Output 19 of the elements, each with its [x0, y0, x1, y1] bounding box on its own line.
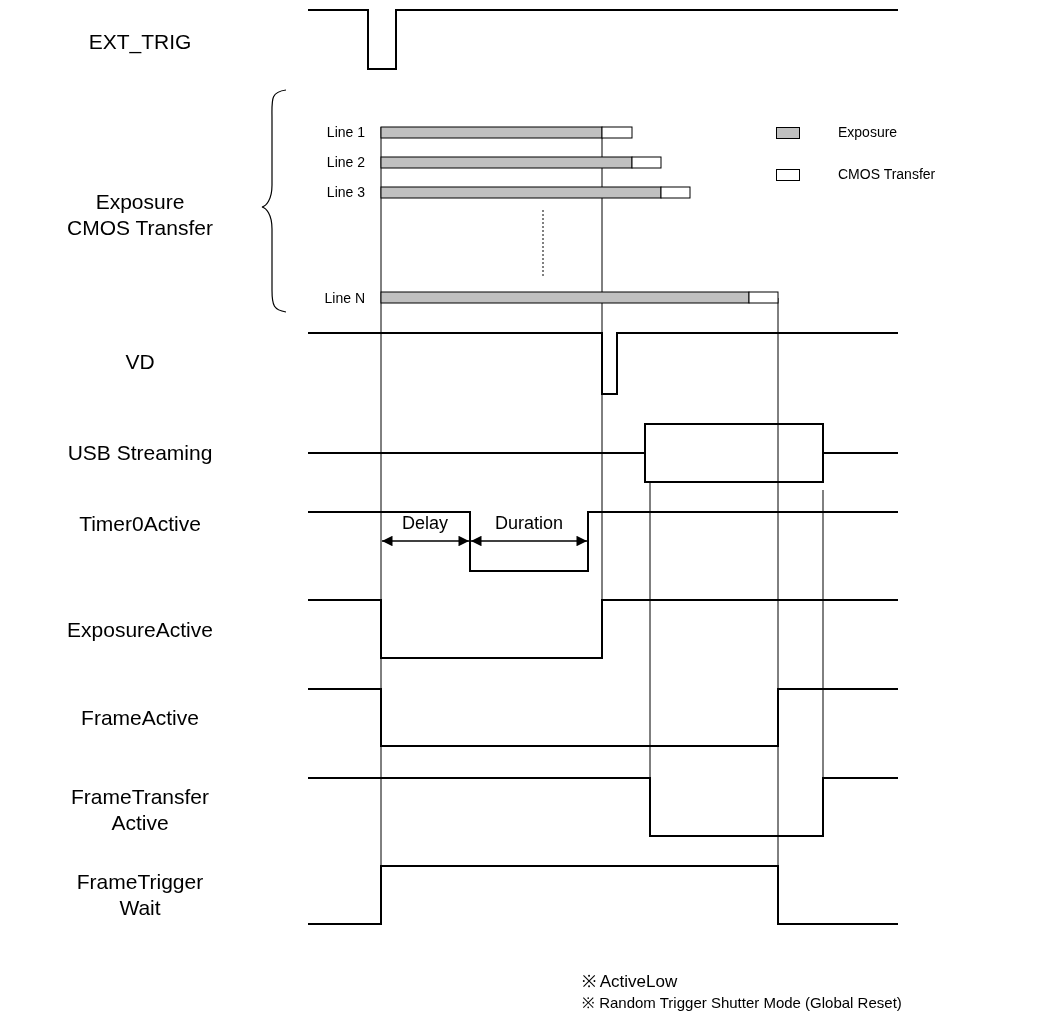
signal-label: Line N — [323, 290, 365, 306]
signal-label: Exposure CMOS Transfer — [66, 189, 214, 241]
signal-label: Line 1 — [325, 124, 365, 140]
signal-label: USB Streaming — [66, 440, 214, 466]
signal-label: Duration — [493, 512, 564, 534]
legend-label: CMOS Transfer — [838, 166, 936, 183]
signal-label: EXT_TRIG — [87, 29, 193, 55]
signal-label: Delay — [401, 512, 449, 534]
signal-label: VD — [124, 349, 156, 375]
signal-label: Line 2 — [325, 154, 365, 170]
signal-label: FrameTransfer Active — [69, 784, 211, 836]
legend-label: Exposure — [838, 124, 898, 141]
signal-label: Line 3 — [325, 184, 365, 200]
signal-label: FrameActive — [80, 705, 200, 731]
signal-label: ExposureActive — [66, 617, 214, 643]
signal-label: ※ Random Trigger Shutter Mode (Global Reset) — [582, 994, 903, 1012]
signal-label: FrameTrigger Wait — [75, 869, 205, 921]
signal-label: ※ ActiveLow — [582, 972, 679, 992]
signal-label: Timer0Active — [78, 511, 202, 537]
